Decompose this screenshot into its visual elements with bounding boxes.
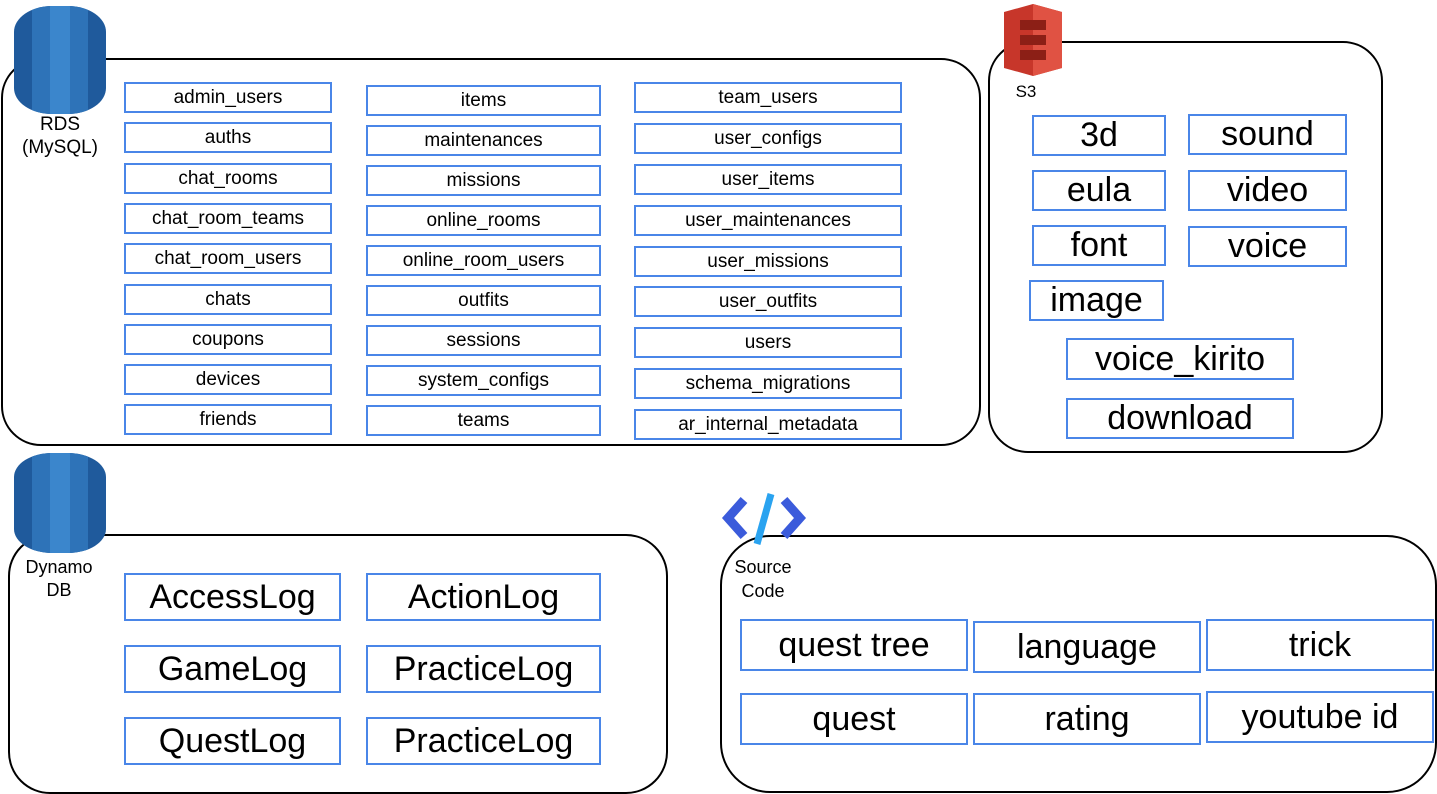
rds-table: missions	[366, 165, 601, 196]
rds-table: ar_internal_metadata	[634, 409, 902, 440]
rds-table: devices	[124, 364, 332, 395]
s3-label: S3	[1015, 82, 1037, 101]
dynamo-table: AccessLog	[124, 573, 341, 621]
source-item: quest tree	[740, 619, 968, 671]
s3-bucket: voice_kirito	[1066, 338, 1294, 380]
rds-table: schema_migrations	[634, 368, 902, 399]
rds-table: chats	[124, 284, 332, 315]
source-item: youtube id	[1206, 691, 1434, 743]
source-item: trick	[1206, 619, 1434, 671]
dynamo-label: Dynamo DB	[14, 556, 104, 602]
rds-table: sessions	[366, 325, 601, 356]
rds-table: user_outfits	[634, 286, 902, 317]
source-code-label: Source Code	[724, 555, 802, 603]
dynamo-label-line1: Dynamo	[25, 557, 93, 577]
source-code-label-line2: Code	[741, 581, 785, 601]
rds-table: user_items	[634, 164, 902, 195]
rds-table: items	[366, 85, 601, 116]
s3-bucket: image	[1029, 280, 1164, 321]
rds-table: coupons	[124, 324, 332, 355]
dynamo-table: PracticeLog	[366, 717, 601, 765]
rds-label-line1: RDS	[39, 114, 81, 135]
dynamo-table: GameLog	[124, 645, 341, 693]
rds-table: teams	[366, 405, 601, 436]
s3-bucket: voice	[1188, 226, 1347, 267]
s3-bucket: sound	[1188, 114, 1347, 155]
rds-table: users	[634, 327, 902, 358]
dynamo-table: PracticeLog	[366, 645, 601, 693]
rds-table: system_configs	[366, 365, 601, 396]
rds-table: chat_room_teams	[124, 203, 332, 234]
rds-table: admin_users	[124, 82, 332, 113]
rds-table: maintenances	[366, 125, 601, 156]
dynamo-label-line2: DB	[46, 580, 72, 600]
rds-table: user_missions	[634, 246, 902, 277]
s3-bucket: video	[1188, 170, 1347, 211]
rds-label-line2: (MySQL)	[22, 137, 98, 158]
s3-bucket-icon	[1004, 4, 1062, 76]
s3-bucket: font	[1032, 225, 1166, 266]
source-item: rating	[973, 693, 1201, 745]
rds-table: outfits	[366, 285, 601, 316]
source-code-label-line1: Source	[734, 557, 792, 577]
dynamo-table: QuestLog	[124, 717, 341, 765]
dynamo-table: ActionLog	[366, 573, 601, 621]
s3-bucket: 3d	[1032, 115, 1166, 156]
code-brackets-icon	[721, 493, 807, 545]
rds-table: chat_rooms	[124, 163, 332, 194]
rds-table: auths	[124, 122, 332, 153]
dynamo-database-icon	[14, 453, 106, 553]
rds-table: online_rooms	[366, 205, 601, 236]
rds-table: user_configs	[634, 123, 902, 154]
s3-bucket: eula	[1032, 170, 1166, 211]
rds-table: chat_room_users	[124, 243, 332, 274]
rds-table: online_room_users	[366, 245, 601, 276]
rds-database-icon	[14, 6, 106, 114]
rds-table: friends	[124, 404, 332, 435]
rds-label: RDS (MySQL)	[14, 113, 106, 159]
source-item: quest	[740, 693, 968, 745]
s3-bucket: download	[1066, 398, 1294, 439]
source-item: language	[973, 621, 1201, 673]
rds-table: user_maintenances	[634, 205, 902, 236]
rds-table: team_users	[634, 82, 902, 113]
